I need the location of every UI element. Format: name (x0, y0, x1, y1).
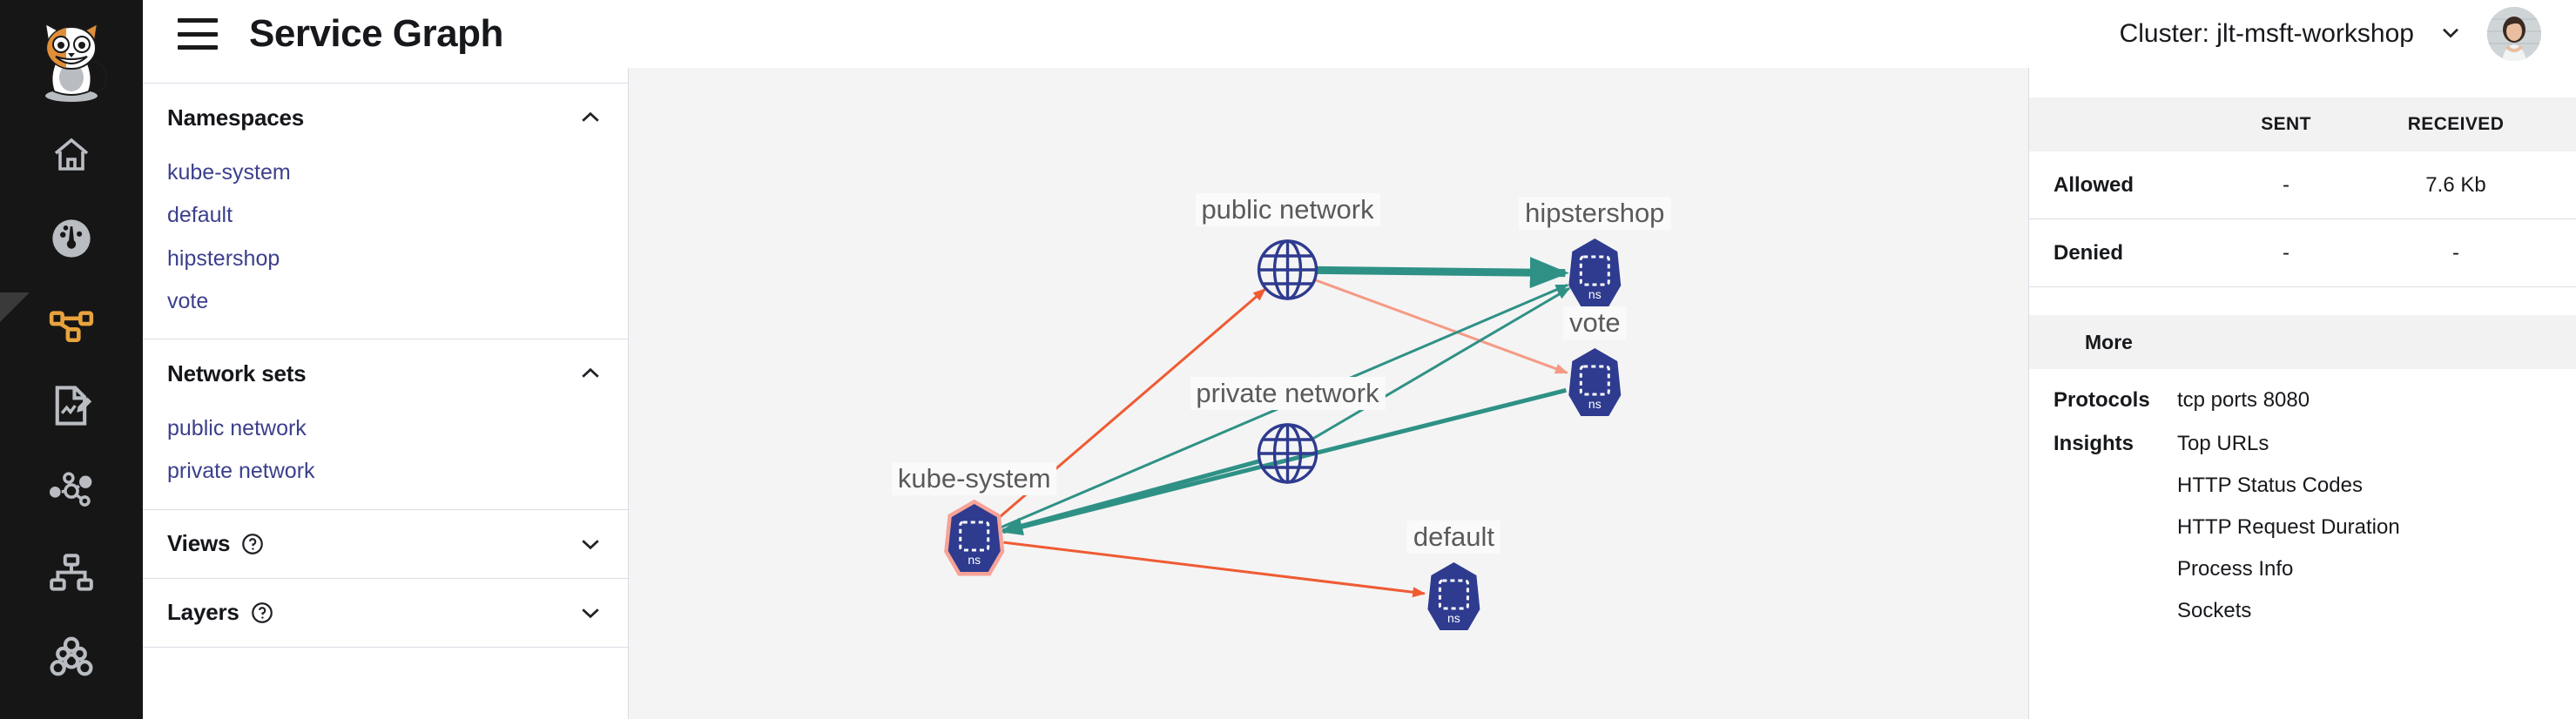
traffic-table-header: SENT RECEIVED (2029, 97, 2576, 151)
chevron-down-icon[interactable] (577, 600, 604, 626)
chevron-down-icon[interactable] (2437, 18, 2465, 50)
insight-item[interactable]: HTTP Request Duration (2177, 515, 2400, 539)
insight-item[interactable]: HTTP Status Codes (2177, 474, 2363, 497)
graph-edge[interactable] (1317, 257, 1569, 289)
insight-item[interactable]: Sockets (2177, 599, 2252, 622)
svg-text:ns: ns (1588, 287, 1602, 301)
avatar[interactable] (2487, 7, 2541, 61)
section-title: Network sets (167, 360, 307, 386)
icon-rail (0, 0, 143, 719)
protocols-value: tcp ports 8080 (2177, 388, 2310, 412)
calico-cat-logo[interactable] (0, 0, 143, 113)
insights-row: Insights Top URLs HTTP Status Codes HTTP… (2029, 413, 2576, 641)
graph-node-kube-system[interactable]: ns (944, 499, 1005, 576)
table-row: Denied - - (2029, 219, 2576, 287)
network-set-item[interactable]: public network (167, 416, 307, 440)
namespace-item[interactable]: default (167, 203, 233, 228)
graph-node-label-public-network: public network (1195, 193, 1380, 226)
network-set-item[interactable]: private network (167, 459, 315, 484)
chevron-up-icon[interactable] (577, 104, 604, 131)
graph-edge[interactable] (1314, 279, 1568, 374)
row-sent: - (2283, 240, 2289, 265)
sidebar-item-home[interactable] (0, 113, 143, 197)
row-label: Denied (2053, 240, 2124, 265)
insights-list: Top URLs HTTP Status Codes HTTP Request … (2177, 432, 2400, 641)
sidebar-item-network[interactable] (0, 447, 143, 531)
top-bar: Service Graph Cluster: jlt-msft-workshop (143, 0, 2576, 68)
detail-panel: public network » hipstershop SENT RECEIV… (2029, 0, 2576, 719)
help-icon[interactable] (250, 601, 274, 625)
section-network-sets-header[interactable]: Network sets (143, 339, 628, 407)
graph-node-private-network[interactable] (1257, 423, 1318, 484)
section-title: Views (167, 530, 231, 556)
graph-edge[interactable] (1001, 387, 1567, 535)
help-icon[interactable] (240, 532, 265, 556)
namespace-item[interactable]: kube-system (167, 160, 291, 185)
section-layers: Layers (143, 579, 628, 648)
chevron-down-icon[interactable] (577, 531, 604, 557)
namespace-item[interactable]: vote (167, 288, 209, 313)
section-title: Namespaces (167, 104, 304, 131)
col-sent: SENT (2261, 114, 2311, 134)
section-network-sets-body: public network private network (143, 407, 628, 509)
graph-node-label-default: default (1406, 521, 1500, 554)
graph-panel: Namespaces from 15 minutes to 0 minutes … (629, 0, 2029, 719)
sidebar-item-service-graph[interactable] (0, 280, 143, 364)
more-section-header[interactable]: More (2029, 315, 2576, 369)
graph-edge[interactable] (1312, 286, 1571, 440)
graph-node-label-hipstershop: hipstershop (1519, 197, 1671, 230)
insights-label: Insights (2053, 432, 2134, 455)
graph-node-public-network[interactable] (1257, 239, 1318, 300)
protocols-row: Protocols tcp ports 8080 (2029, 369, 2576, 413)
table-row: Allowed - 7.6 Kb (2029, 151, 2576, 219)
graph-node-hipstershop[interactable]: ns (1568, 239, 1622, 306)
section-namespaces-header[interactable]: Namespaces (143, 84, 628, 151)
sidebar-item-nodes[interactable] (0, 615, 143, 698)
section-namespaces-body: kube-system default hipstershop vote (143, 151, 628, 339)
insight-item[interactable]: Top URLs (2177, 432, 2269, 455)
row-sent: - (2283, 172, 2289, 197)
section-layers-header[interactable]: Layers (143, 579, 628, 647)
protocols-label: Protocols (2053, 388, 2150, 412)
insight-item[interactable]: Process Info (2177, 557, 2294, 581)
graph-node-default[interactable]: ns (1427, 562, 1480, 630)
svg-text:ns: ns (1447, 611, 1460, 625)
more-label: More (2085, 330, 2133, 353)
left-panel: Namespaces kube-system default hipstersh… (143, 0, 629, 719)
section-network-sets: Network sets public network private netw… (143, 339, 628, 510)
namespace-item[interactable]: hipstershop (167, 245, 280, 271)
cluster-selector-label[interactable]: Cluster: jlt-msft-workshop (2119, 19, 2414, 48)
chevron-up-icon[interactable] (577, 360, 604, 386)
sidebar-item-policies[interactable] (0, 364, 143, 447)
graph-node-label-kube-system: kube-system (891, 462, 1057, 495)
row-received: 7.6 Kb (2425, 172, 2486, 197)
graph-edge[interactable] (1001, 459, 1260, 534)
graph-canvas[interactable]: ns ns ns ns public network hipstershop vote pr… (629, 68, 2028, 719)
svg-text:ns: ns (1588, 397, 1602, 411)
graph-node-label-vote: vote (1562, 306, 1627, 339)
section-views: Views (143, 510, 628, 579)
top-bar-right: Cluster: jlt-msft-workshop (2120, 7, 2576, 61)
graph-node-label-private-network: private network (1190, 377, 1386, 410)
graph-edge[interactable] (1003, 541, 1426, 598)
section-views-header[interactable]: Views (143, 510, 628, 578)
section-namespaces: Namespaces kube-system default hipstersh… (143, 84, 628, 339)
col-received: RECEIVED (2407, 114, 2505, 134)
hamburger-icon[interactable] (178, 18, 218, 50)
sidebar-item-dashboard[interactable] (0, 197, 143, 280)
sidebar-item-hierarchy[interactable] (0, 531, 143, 615)
section-title: Layers (167, 599, 239, 625)
svg-text:ns: ns (968, 553, 981, 567)
row-label: Allowed (2053, 172, 2134, 197)
graph-node-vote[interactable]: ns (1568, 348, 1622, 416)
row-received: - (2452, 240, 2459, 265)
page-title: Service Graph (249, 12, 503, 55)
